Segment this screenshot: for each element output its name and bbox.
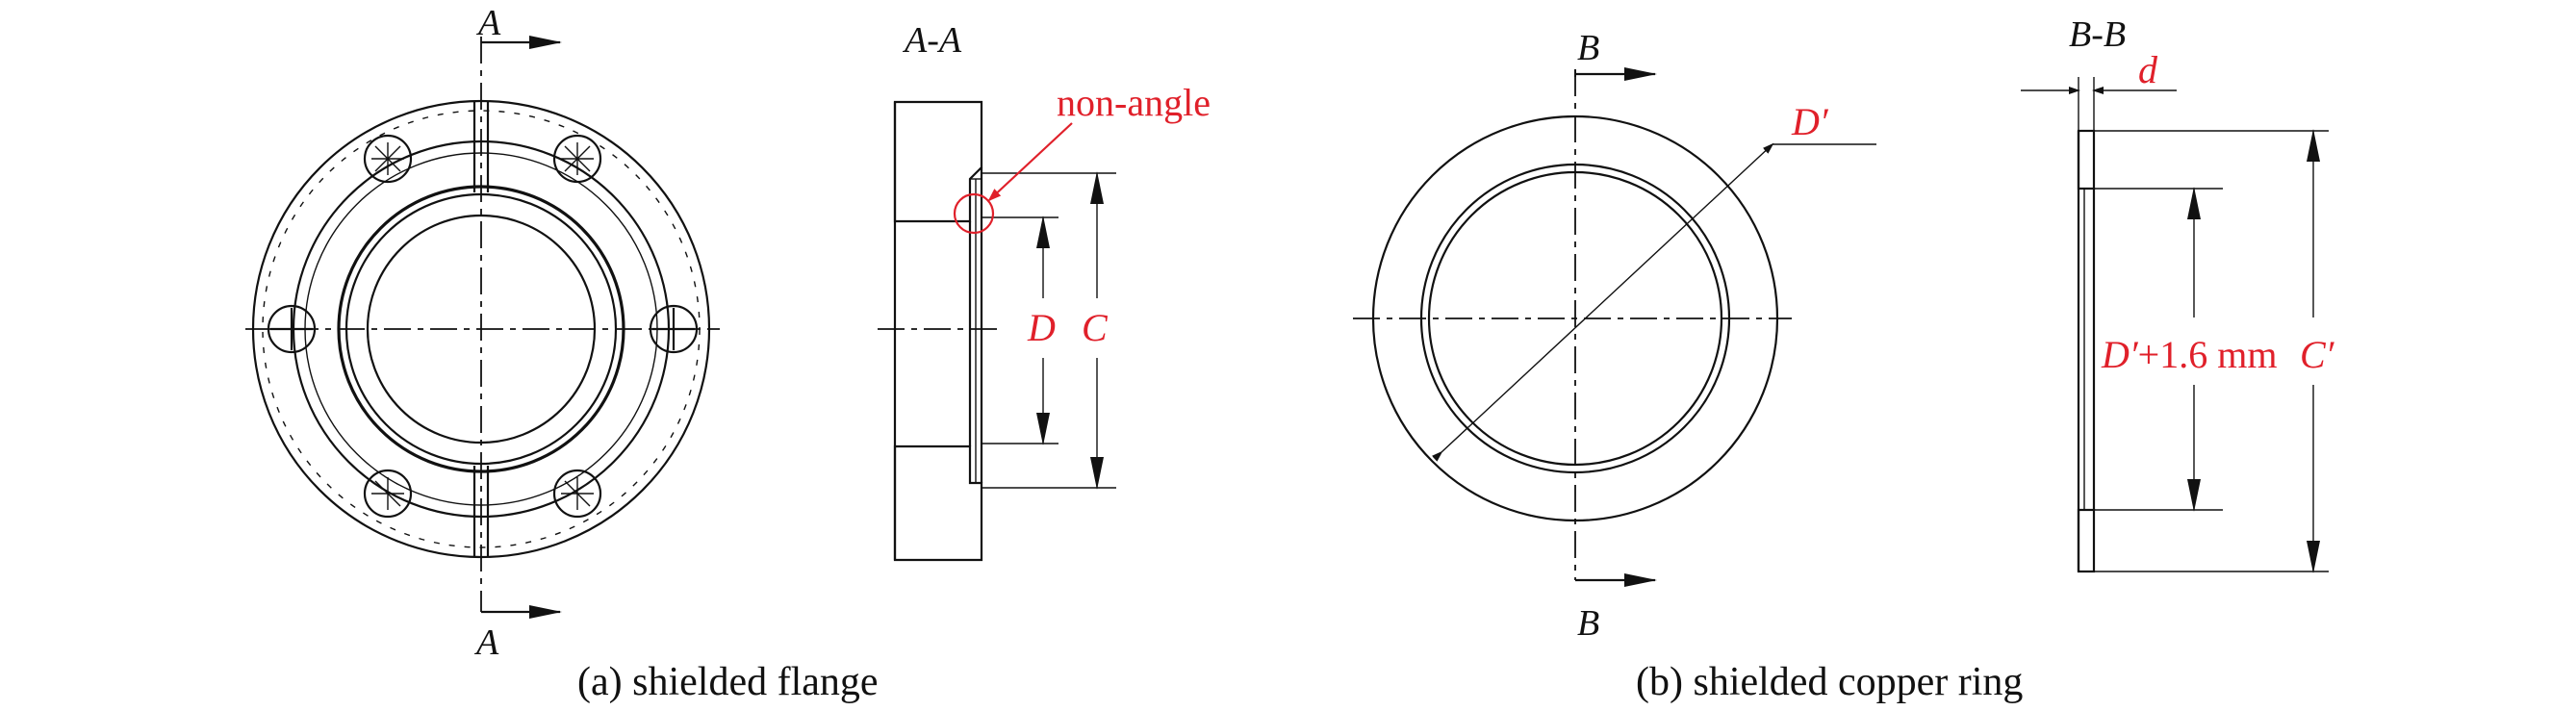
ring-section-view: B-B d D′+1.6 mm C′	[2021, 14, 2335, 573]
dim-label-c-prime: C′	[2300, 333, 2335, 376]
dim-label-d: D	[1027, 306, 1056, 349]
non-angle-label: non-angle	[1057, 81, 1211, 124]
section-title-b: B-B	[2069, 14, 2126, 55]
flange-section-view: A-A D C non-angle	[878, 20, 1211, 562]
dim-label-d-prime: D′	[1791, 100, 1829, 143]
dim-label-inner: D′+1.6 mm	[2101, 333, 2277, 376]
section-mark-b-top: B	[1577, 28, 1599, 68]
bolt-hole-bottom-left	[363, 469, 413, 519]
bolt-hole-top-left	[363, 134, 413, 184]
section-mark-b-bottom: B	[1577, 603, 1599, 644]
section-title-a: A-A	[902, 20, 962, 61]
non-angle-marker	[953, 192, 995, 235]
section-mark-a-bottom: A	[473, 622, 499, 663]
dim-label-c: C	[1082, 306, 1109, 349]
bolt-hole-bottom-right	[552, 469, 602, 519]
ring-front-view: D′ B B	[1353, 28, 1876, 644]
dim-label-inner-offset: +1.6 mm	[2138, 333, 2278, 376]
section-mark-a-top: A	[475, 3, 501, 43]
caption-b: (b) shielded copper ring	[1636, 660, 2023, 704]
caption-a: (a) shielded flange	[577, 660, 879, 704]
flange-front-view: A A	[245, 3, 720, 663]
dim-label-inner-symbol: D′	[2101, 333, 2139, 376]
dim-label-thickness: d	[2138, 48, 2158, 91]
bolt-hole-top-right	[552, 134, 602, 184]
